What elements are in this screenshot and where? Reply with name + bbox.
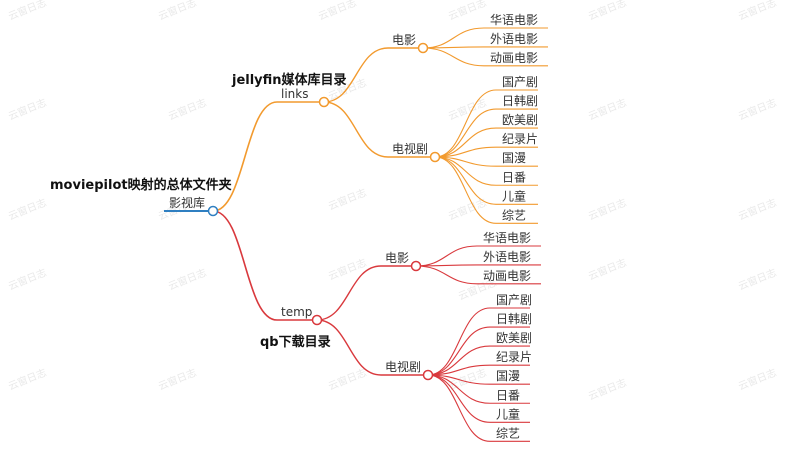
leaf-label: 儿童	[496, 406, 520, 421]
leaf-label: 纪录片	[502, 132, 538, 146]
edge-temp-1-leaf	[427, 374, 491, 442]
leaf-label: 日韩剧	[496, 311, 532, 326]
watermark-text: 云窗日志	[736, 0, 778, 23]
edge-root-temp	[212, 210, 278, 321]
watermark-text: 云窗日志	[166, 96, 208, 123]
watermark-text: 云窗日志	[586, 0, 628, 23]
leaf-label: 日韩剧	[502, 93, 538, 108]
watermark-text: 云窗日志	[446, 0, 488, 23]
watermark-text: 云窗日志	[326, 366, 368, 393]
edge-temp-group-1	[316, 319, 382, 376]
watermark-text: 云窗日志	[736, 366, 778, 393]
branch-note-temp: qb下载目录	[260, 334, 331, 350]
edge-layer	[164, 27, 548, 442]
edge-links-group-0	[323, 47, 389, 103]
watermark-text: 云窗日志	[586, 376, 628, 403]
watermark-text: 云窗日志	[316, 0, 358, 23]
edge-links-1-leaf	[434, 156, 497, 224]
leaf-label: 欧美剧	[496, 331, 532, 345]
leaf-label: 儿童	[502, 188, 526, 203]
watermark-text: 云窗日志	[736, 96, 778, 123]
watermark-text: 云窗日志	[156, 366, 198, 393]
edge-temp-1-leaf	[427, 326, 491, 376]
root-note: moviepilot映射的总体文件夹	[50, 177, 232, 193]
edge-links-1-leaf	[434, 156, 497, 205]
watermark-text: 云窗日志	[6, 0, 48, 23]
edge-temp-group-0	[316, 265, 382, 321]
watermark-text: 云窗日志	[736, 196, 778, 223]
watermark-text: 云窗日志	[326, 256, 368, 283]
edge-root-links	[212, 101, 278, 212]
watermark-text: 云窗日志	[736, 266, 778, 293]
watermark-layer: 云窗日志云窗日志云窗日志云窗日志云窗日志云窗日志云窗日志云窗日志云窗日志云窗日志…	[6, 0, 778, 403]
leaf-label: 综艺	[496, 426, 520, 440]
watermark-text: 云窗日志	[6, 96, 48, 123]
watermark-text: 云窗日志	[6, 366, 48, 393]
root-node[interactable]	[207, 205, 219, 217]
leaf-label: 华语电影	[490, 13, 538, 27]
watermark-text: 云窗日志	[166, 266, 208, 293]
branch-node-temp[interactable]	[311, 314, 323, 326]
leaf-label: 动画电影	[490, 51, 538, 65]
leaf-label: 国漫	[496, 369, 520, 383]
edge-temp-1-leaf	[427, 307, 491, 376]
group-node-links-1[interactable]	[429, 151, 441, 163]
edge-temp-1-leaf	[427, 364, 491, 376]
leaf-label: 综艺	[502, 208, 526, 222]
branch-label-links: links	[281, 87, 308, 101]
watermark-text: 云窗日志	[586, 196, 628, 223]
leaf-label: 国产剧	[502, 75, 538, 89]
branch-label-temp: temp	[281, 305, 312, 319]
leaf-label: 动画电影	[483, 269, 531, 283]
leaf-label: 日番	[496, 388, 520, 402]
group-label-temp-1: 电视剧	[385, 359, 421, 374]
edge-temp-0-leaf	[415, 245, 478, 267]
branch-note-links: jellyfin媒体库目录	[231, 72, 347, 88]
node-layer: 影视库moviepilot映射的总体文件夹linksjellyfin媒体库目录电…	[50, 13, 538, 440]
group-node-links-0[interactable]	[417, 42, 429, 54]
leaf-label: 日番	[502, 170, 526, 184]
leaf-label: 国漫	[502, 151, 526, 165]
leaf-label: 纪录片	[496, 350, 532, 364]
watermark-text: 云窗日志	[6, 266, 48, 293]
watermark-text: 云窗日志	[586, 96, 628, 123]
watermark-text: 云窗日志	[326, 186, 368, 213]
leaf-label: 外语电影	[490, 32, 538, 46]
leaf-label: 欧美剧	[502, 113, 538, 127]
group-label-links-0: 电影	[392, 33, 416, 47]
edge-links-0-leaf	[422, 27, 485, 49]
group-node-temp-0[interactable]	[410, 260, 422, 272]
group-label-temp-0: 电影	[385, 251, 409, 265]
watermark-text: 云窗日志	[586, 256, 628, 283]
group-label-links-1: 电视剧	[392, 141, 428, 156]
watermark-text: 云窗日志	[156, 0, 198, 23]
watermark-text: 云窗日志	[6, 196, 48, 223]
edge-temp-0-leaf	[415, 265, 478, 285]
edge-links-1-leaf	[434, 89, 497, 158]
leaf-label: 华语电影	[483, 231, 531, 245]
edge-links-0-leaf	[422, 47, 485, 67]
root-node-label: 影视库	[169, 195, 205, 210]
leaf-label: 外语电影	[483, 250, 531, 264]
edge-links-1-leaf	[434, 108, 497, 158]
edge-links-1-leaf	[434, 146, 497, 158]
leaf-label: 国产剧	[496, 293, 532, 307]
branch-node-links[interactable]	[318, 96, 330, 108]
group-node-temp-1[interactable]	[422, 369, 434, 381]
edge-links-group-1	[323, 101, 389, 158]
